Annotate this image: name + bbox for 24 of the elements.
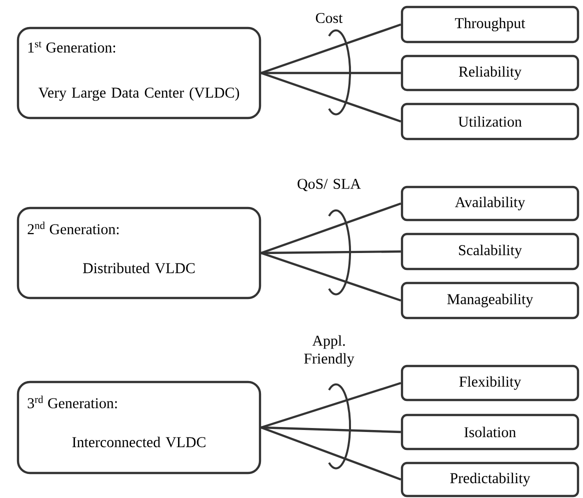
property-box: Scalability	[400, 232, 580, 270]
connector-line	[260, 72, 402, 123]
property-box: Reliability	[400, 54, 580, 92]
connector-line	[261, 426, 401, 434]
connector-line	[261, 250, 401, 254]
property-box: Flexibility	[400, 364, 580, 402]
loop-label: Appl. Friendly	[304, 335, 354, 367]
connector-line	[260, 252, 402, 302]
loop-label: Cost	[316, 12, 343, 24]
connector-line	[260, 202, 402, 254]
property-box: Utilization	[400, 102, 580, 140]
connector-line	[260, 382, 402, 429]
property-box: Manageability	[400, 282, 580, 320]
generation-box: 2$^{nd}$ Generation: Distributed VLDC	[16, 206, 262, 300]
loop-label: QoS/ SLA	[298, 178, 361, 192]
connector-line	[260, 426, 402, 481]
connector-line	[260, 23, 402, 74]
connector-line	[261, 72, 401, 74]
property-box: Isolation	[400, 414, 580, 450]
generation-box: 1$^{st}$ Generation: Very Large Data Center (VLDC)	[16, 26, 262, 120]
property-box: Throughput	[400, 6, 580, 44]
generation-box: 3$^{rd}$ Generation: Interconnected VLDC	[16, 380, 262, 474]
property-box: Predictability	[400, 462, 580, 498]
property-box: Availability	[400, 186, 580, 222]
